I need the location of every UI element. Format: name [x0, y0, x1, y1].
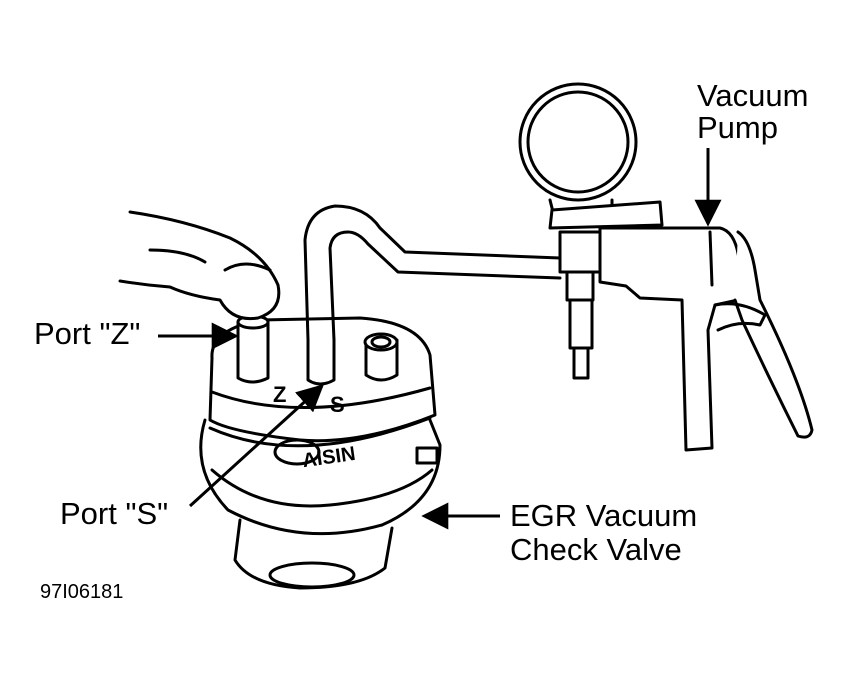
finger — [118, 210, 281, 321]
port-z — [236, 314, 270, 384]
round-fitting — [363, 332, 399, 382]
vacuum-hose — [303, 204, 562, 342]
figure-id: 97I06181 — [40, 581, 124, 603]
port-z-label: Port "Z" — [34, 316, 141, 351]
egr-valve-label-line2: Check Valve — [510, 532, 682, 567]
port-s-arrow — [188, 384, 324, 508]
vacuum-pump-label-line2: Pump — [697, 110, 778, 145]
valve-z-marking: Z — [273, 382, 286, 407]
port-s-label: Port "S" — [60, 496, 169, 531]
vacuum-pump-label-line1: Vacuum — [697, 78, 809, 113]
port-s — [306, 338, 336, 386]
vacuum-pump — [518, 82, 814, 452]
valve-s-marking: S — [330, 392, 345, 417]
egr-valve-label-line1: EGR Vacuum — [510, 498, 698, 533]
